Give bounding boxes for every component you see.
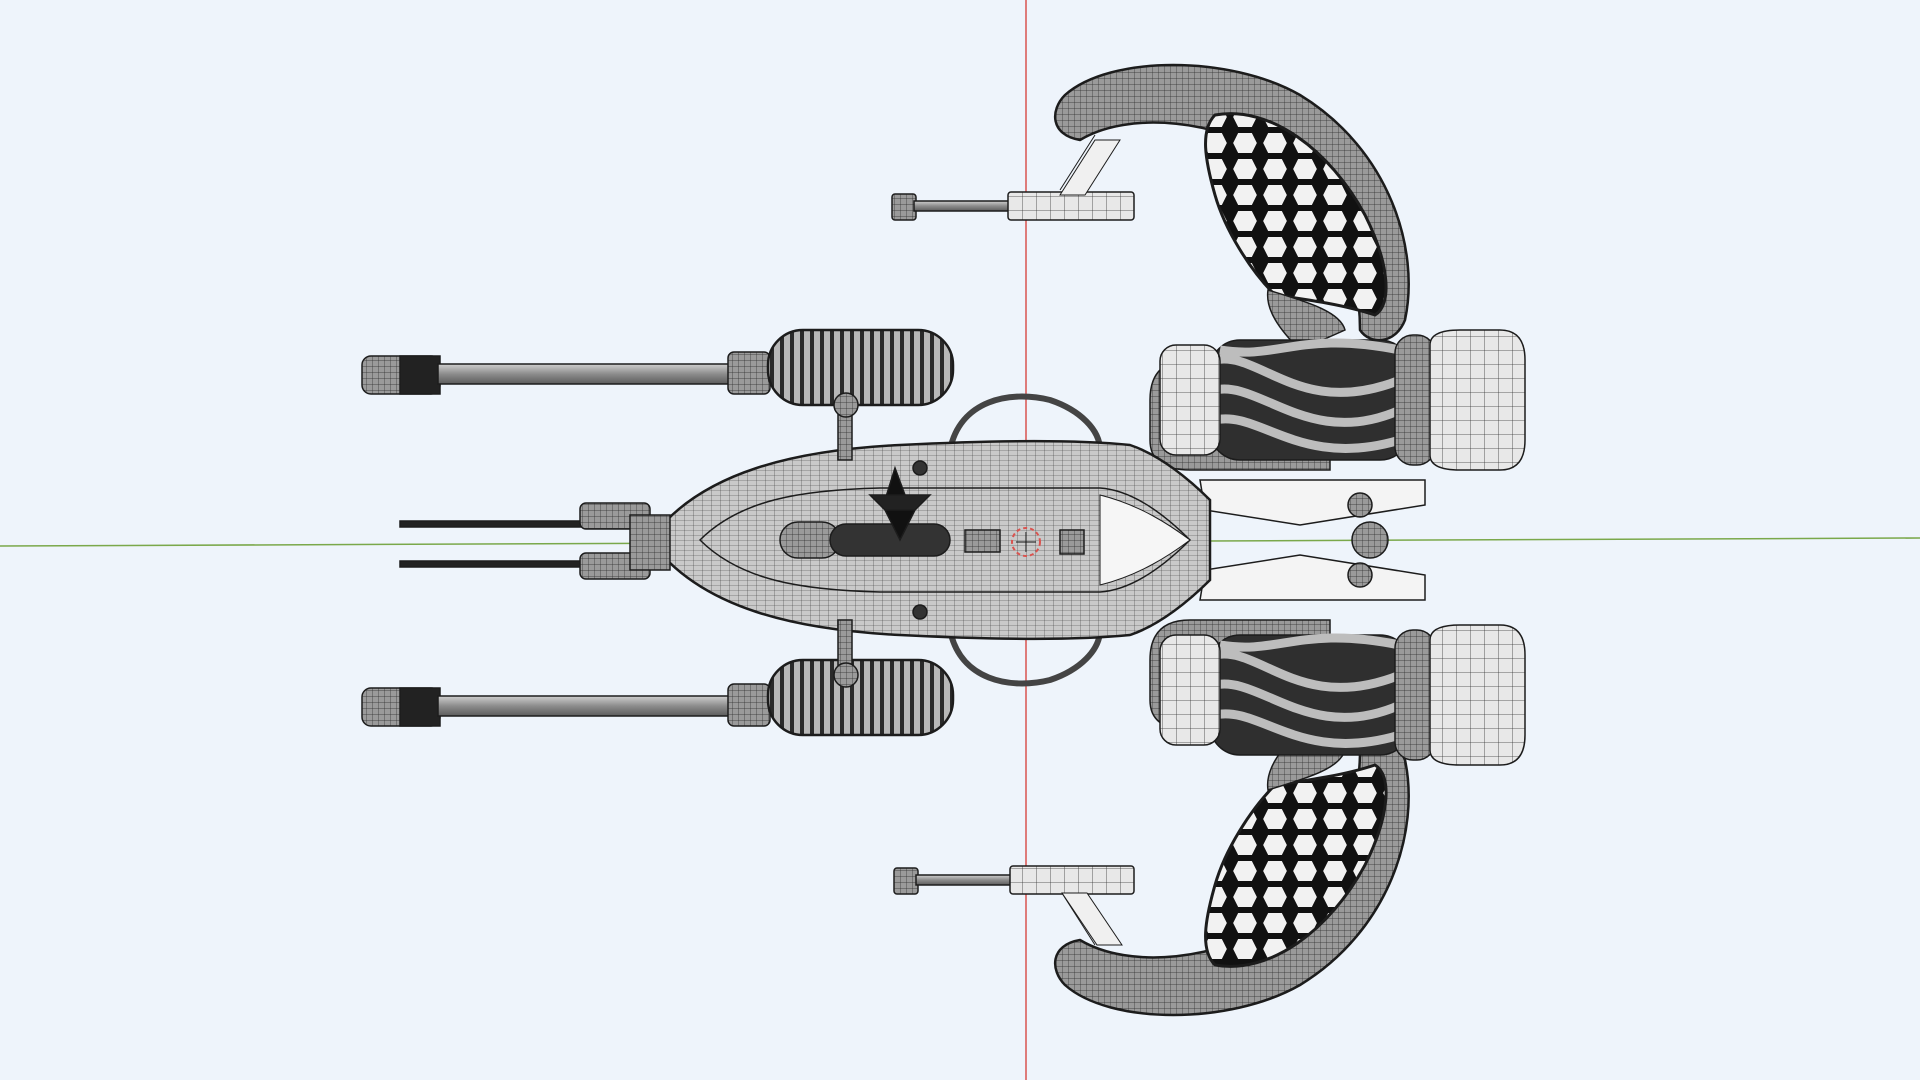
cockpit-emblem bbox=[868, 465, 932, 542]
top-wing[interactable] bbox=[1053, 63, 1410, 351]
fuselage[interactable] bbox=[648, 440, 1212, 640]
spaceship-model[interactable] bbox=[361, 63, 1526, 1017]
bottom-wing[interactable] bbox=[1053, 729, 1410, 1017]
lower-antenna-gun[interactable] bbox=[893, 865, 1135, 946]
upper-cannon[interactable] bbox=[361, 328, 955, 461]
upper-antenna-gun[interactable] bbox=[891, 139, 1135, 221]
upper-engine[interactable] bbox=[1149, 329, 1526, 526]
origin-cursor-icon[interactable] bbox=[1011, 527, 1041, 557]
nose-twin-guns[interactable] bbox=[399, 502, 671, 580]
lower-cannon[interactable] bbox=[361, 619, 955, 737]
lower-engine[interactable] bbox=[1149, 554, 1526, 766]
rear-ring bbox=[947, 393, 1103, 687]
